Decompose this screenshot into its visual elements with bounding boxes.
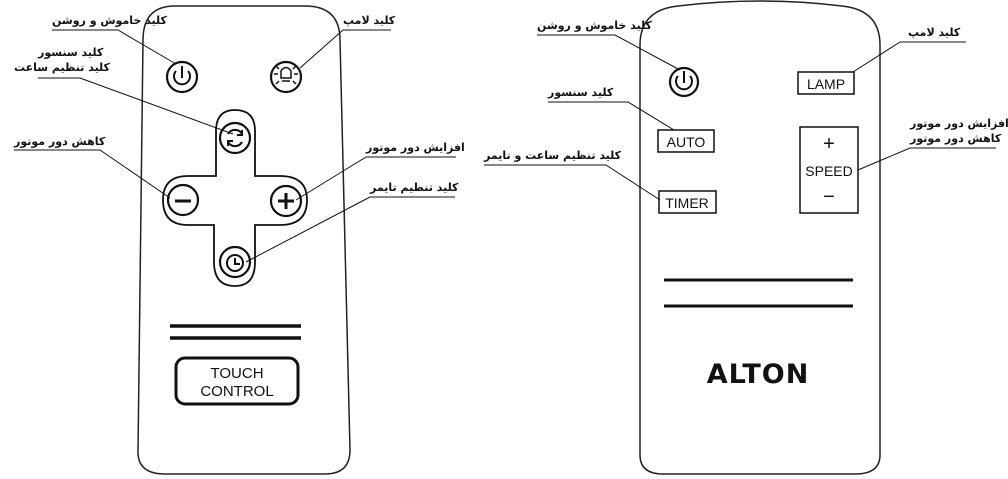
right-auto-button-label: AUTO <box>667 134 706 150</box>
left-remote: TOUCH CONTROL کلید خاموش و روشن کلید سنس… <box>13 5 465 475</box>
clock-icon <box>226 254 244 272</box>
left-divider <box>170 324 301 340</box>
left-label-timer: کلید تنظیم تایمر <box>369 181 459 194</box>
right-auto-button[interactable]: AUTO <box>657 129 715 153</box>
left-label-lamp: کلید لامپ <box>343 14 396 27</box>
left-timer-button[interactable] <box>218 245 252 279</box>
left-plus-button[interactable] <box>269 184 303 218</box>
right-callout-lines <box>484 34 996 201</box>
lamp-icon <box>274 65 298 85</box>
left-label-speed-down: کاهش دور موتور <box>13 135 106 148</box>
left-label-power: کلید خاموش و روشن <box>52 14 167 27</box>
right-lamp-button[interactable]: LAMP <box>797 71 855 95</box>
right-label-clock-timer: کلید تنظیم ساعت و تایمر <box>483 149 622 162</box>
touch-label: TOUCH <box>210 365 263 382</box>
left-lamp-button[interactable] <box>269 60 303 94</box>
right-timer-button-label: TIMER <box>665 195 709 211</box>
control-label: CONTROL <box>200 383 273 400</box>
left-power-button[interactable] <box>165 60 199 94</box>
right-timer-button[interactable]: TIMER <box>658 190 717 214</box>
brand-logo: ALTON <box>707 359 810 390</box>
right-lamp-button-label: LAMP <box>807 76 845 92</box>
touch-control-panel: TOUCH CONTROL <box>174 356 300 406</box>
left-label-clock: کلید تنظیم ساعت <box>14 61 111 74</box>
speed-minus-label: − <box>823 186 835 208</box>
right-power-button[interactable] <box>668 66 700 98</box>
right-label-power: کلید خاموش و روشن <box>537 19 652 32</box>
right-remote: LAMP AUTO TIMER + SPEED − ALTON <box>483 0 1008 475</box>
right-speed-button[interactable]: + SPEED − <box>799 126 859 214</box>
power-icon <box>173 66 191 86</box>
left-cross-pad <box>162 109 308 287</box>
speed-plus-label: + <box>823 133 835 155</box>
left-callout-lines <box>14 29 456 263</box>
right-label-lamp: کلید لامپ <box>908 26 961 39</box>
right-label-speed-down: کاهش دور موتور <box>909 132 1002 145</box>
speed-label: SPEED <box>805 163 852 179</box>
right-divider <box>664 278 853 308</box>
left-sensor-button[interactable] <box>218 121 252 155</box>
right-remote-body <box>639 0 881 475</box>
right-label-speed-up: افزایش دور موتور <box>909 117 1008 130</box>
power-icon <box>675 71 693 91</box>
right-label-sensor: کلید سنسور <box>547 86 614 99</box>
left-label-sensor: کلید سنسور <box>37 46 104 59</box>
plus-icon <box>278 193 294 209</box>
left-label-speed-up: افزایش دور موتور <box>365 141 465 154</box>
left-minus-button[interactable] <box>166 183 200 217</box>
